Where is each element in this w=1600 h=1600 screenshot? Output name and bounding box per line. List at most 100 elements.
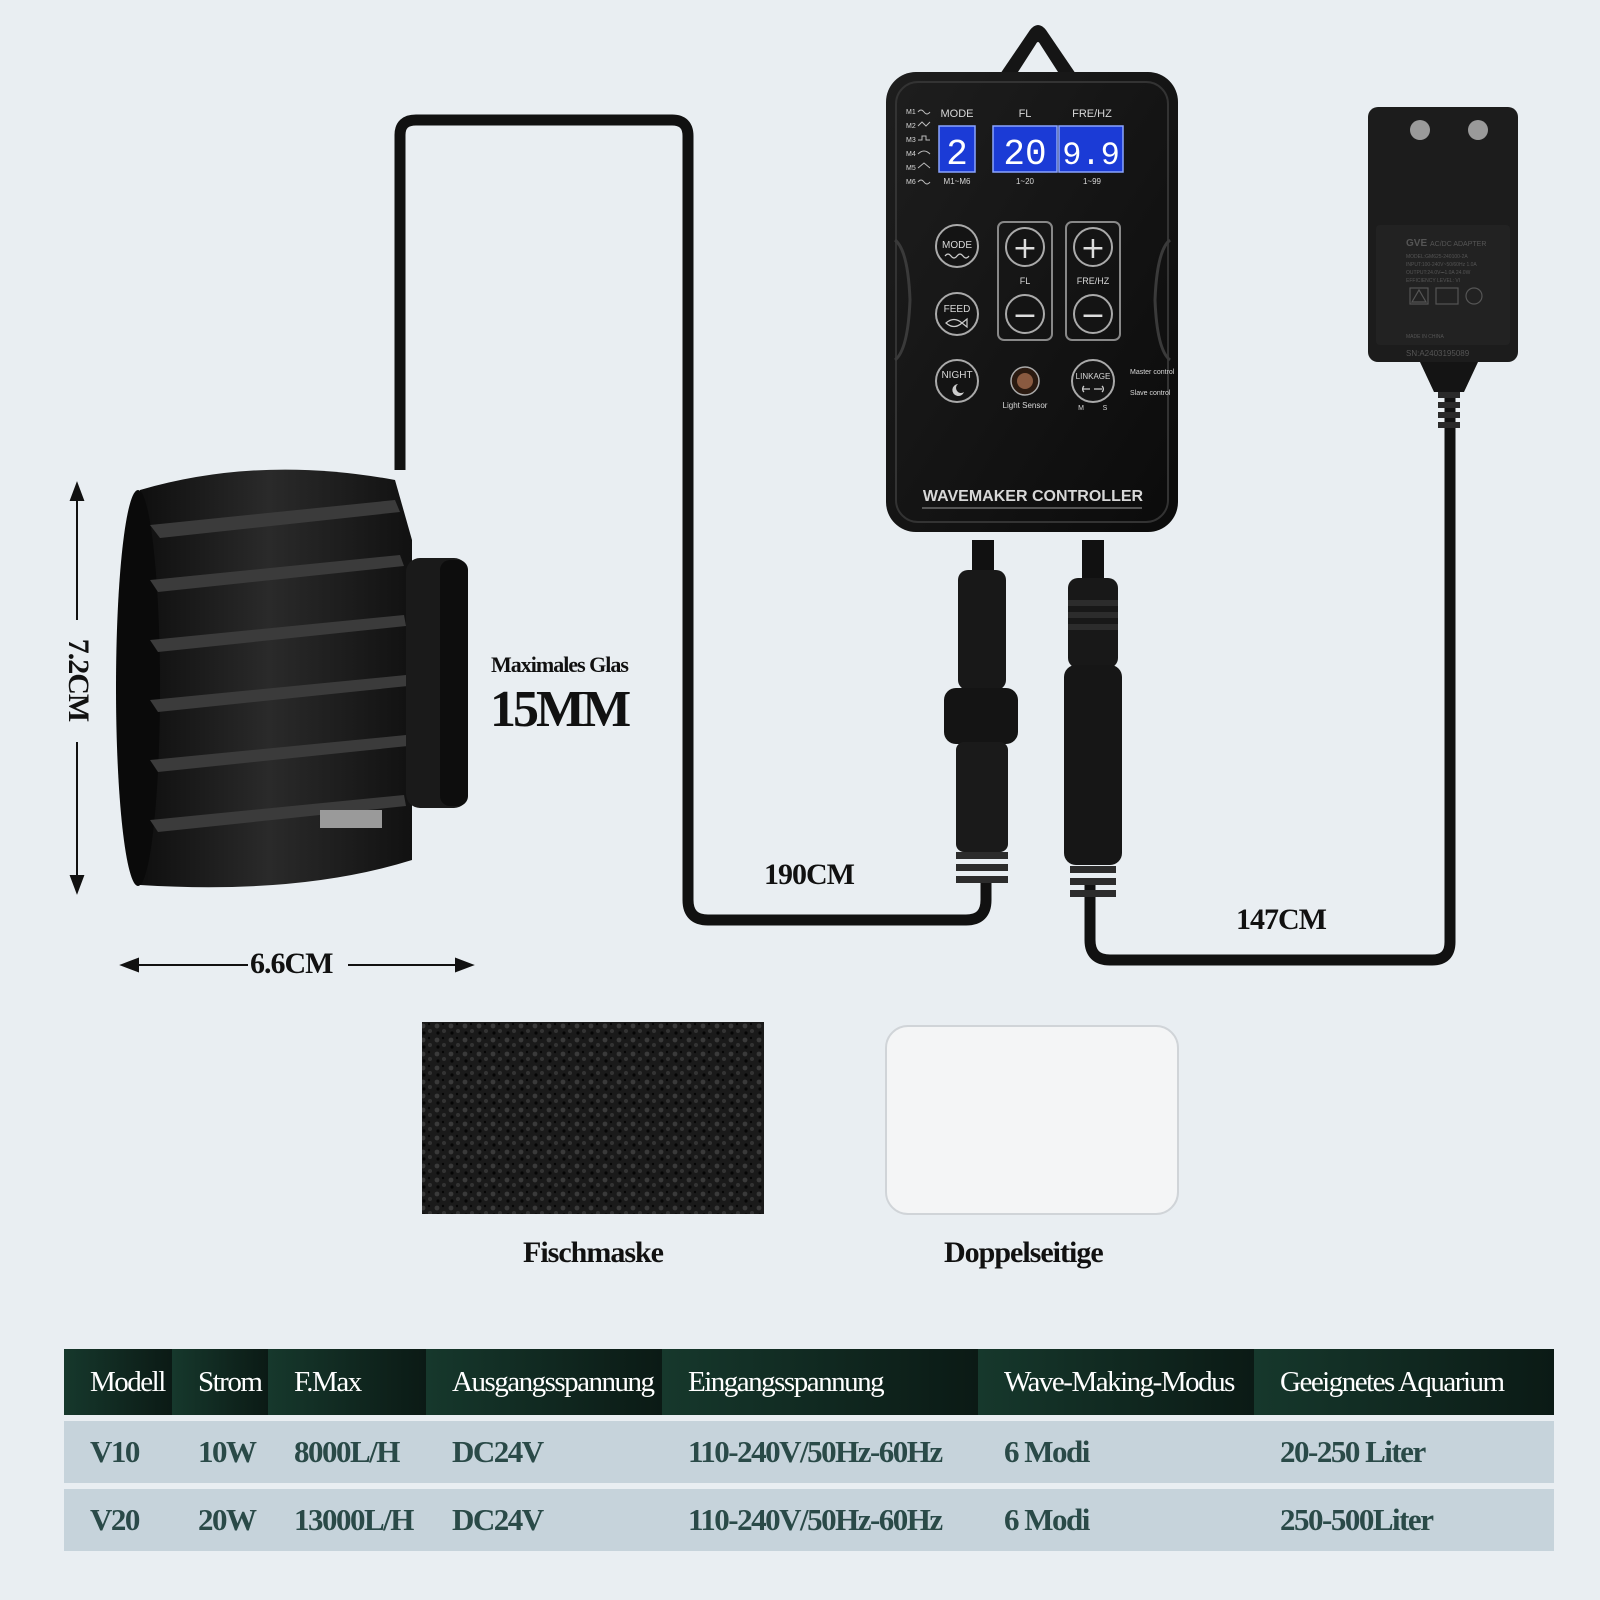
mode-list-item: M1 bbox=[906, 109, 916, 116]
linkage-slave-label: Slave control bbox=[1130, 390, 1171, 397]
plus-icon: + bbox=[1012, 231, 1037, 266]
wave-icon bbox=[944, 253, 970, 259]
table-cell: V10 bbox=[64, 1421, 172, 1483]
width-arrow bbox=[119, 957, 475, 973]
mode-list-item: M3 bbox=[906, 137, 916, 144]
table-cell: 6 Modi bbox=[978, 1489, 1254, 1551]
certification-icon bbox=[1409, 287, 1483, 305]
power-connector bbox=[1064, 540, 1122, 897]
fl-minus-button[interactable]: − bbox=[1005, 294, 1045, 334]
mode-list-item: M5 bbox=[906, 165, 916, 172]
lcd-mode: 2 bbox=[946, 134, 968, 175]
mode-button[interactable]: MODE bbox=[935, 224, 979, 268]
mode-list-item: M6 bbox=[906, 179, 916, 186]
linkage-button-label: LINKAGE bbox=[1076, 372, 1111, 381]
table-header-row: Modell Strom F.Max Ausgangsspannung Eing… bbox=[64, 1349, 1554, 1415]
feed-button[interactable]: FEED bbox=[935, 292, 979, 336]
night-button[interactable]: NIGHT bbox=[935, 359, 979, 403]
height-arrow bbox=[69, 481, 85, 895]
mode-range: M1~M6 bbox=[944, 177, 971, 186]
link-icon bbox=[1082, 385, 1104, 393]
linkage-master-label: Master control bbox=[1130, 369, 1175, 376]
lcd-display: 2 20 9.9 bbox=[938, 125, 1124, 175]
adapter-input: INPUT:100-240V~50/60Hz 1.0A bbox=[1406, 262, 1477, 268]
table-row: V10 10W 8000L/H DC24V 110-240V/50Hz-60Hz… bbox=[64, 1421, 1554, 1483]
pump-connector bbox=[944, 540, 1018, 883]
mode-wave-icon bbox=[917, 109, 931, 185]
moon-icon bbox=[952, 384, 964, 396]
mode-title: MODE bbox=[941, 108, 974, 120]
table-cell: 6 Modi bbox=[978, 1421, 1254, 1483]
fre-minus-button[interactable]: − bbox=[1073, 294, 1113, 334]
mode-list-item: M4 bbox=[906, 151, 916, 158]
table-header: Eingangsspannung bbox=[662, 1349, 978, 1415]
adapter-efficiency: EFFICIENCY LEVEL: VI bbox=[1406, 278, 1460, 284]
power-adapter: GVE AC/DC ADAPTER MODEL:GM625-240100-2A … bbox=[1368, 107, 1518, 428]
fl-range: 1~20 bbox=[1016, 177, 1035, 186]
adapter-brand: GVE bbox=[1406, 238, 1427, 249]
double-sided-tape bbox=[885, 1025, 1179, 1215]
spec-table: Modell Strom F.Max Ausgangsspannung Eing… bbox=[64, 1343, 1554, 1557]
table-cell: 110-240V/50Hz-60Hz bbox=[662, 1489, 978, 1551]
fre-title: FRE/HZ bbox=[1072, 108, 1112, 120]
table-cell: DC24V bbox=[426, 1421, 662, 1483]
night-button-label: NIGHT bbox=[941, 370, 972, 381]
table-cell: 250-500Liter bbox=[1254, 1489, 1554, 1551]
table-row: V20 20W 13000L/H DC24V 110-240V/50Hz-60H… bbox=[64, 1489, 1554, 1551]
fre-range: 1~99 bbox=[1083, 177, 1102, 186]
fre-button-label: FRE/HZ bbox=[1077, 276, 1110, 286]
adapter-serial: SN:A2403195089 bbox=[1406, 349, 1470, 358]
table-header: Ausgangsspannung bbox=[426, 1349, 662, 1415]
sponge-label: Fischmaske bbox=[523, 1236, 664, 1269]
sponge-filter bbox=[422, 1022, 764, 1214]
feed-button-label: FEED bbox=[944, 304, 971, 315]
table-cell: 110-240V/50Hz-60Hz bbox=[662, 1421, 978, 1483]
adapter-cable bbox=[1084, 360, 1456, 966]
tape-label: Doppelseitige bbox=[944, 1236, 1104, 1269]
plus-icon: + bbox=[1080, 231, 1105, 266]
table-cell: 10W bbox=[172, 1421, 268, 1483]
table-header: F.Max bbox=[268, 1349, 426, 1415]
table-cell: 20W bbox=[172, 1489, 268, 1551]
pump-cable bbox=[394, 114, 992, 926]
adapter-title: AC/DC ADAPTER bbox=[1430, 241, 1486, 248]
adapter-origin: MADE IN CHINA bbox=[1406, 334, 1444, 340]
linkage-m-label: M bbox=[1078, 405, 1084, 412]
linkage-s-label: S bbox=[1103, 405, 1108, 412]
minus-icon: − bbox=[1080, 298, 1105, 333]
fl-plus-button[interactable]: + bbox=[1005, 227, 1045, 267]
mode-button-label: MODE bbox=[942, 240, 972, 251]
lcd-fl: 20 bbox=[1003, 134, 1046, 175]
fish-icon bbox=[945, 317, 968, 329]
controller-name: WAVEMAKER CONTROLLER bbox=[923, 488, 1144, 505]
mode-list: M1 M2 M3 M4 M5 M6 bbox=[906, 109, 916, 186]
table-cell: 13000L/H bbox=[268, 1489, 426, 1551]
adapter-cable-length: 147CM bbox=[1236, 903, 1327, 936]
fl-button-label: FL bbox=[1020, 276, 1031, 286]
table-cell: DC24V bbox=[426, 1489, 662, 1551]
table-header: Modell bbox=[64, 1349, 172, 1415]
fre-plus-button[interactable]: + bbox=[1073, 227, 1113, 267]
lcd-fre: 9.9 bbox=[1062, 137, 1120, 174]
linkage-button[interactable]: LINKAGE bbox=[1071, 359, 1115, 403]
light-sensor: Light Sensor bbox=[1003, 366, 1048, 410]
table-cell: 8000L/H bbox=[268, 1421, 426, 1483]
light-sensor-label: Light Sensor bbox=[1003, 401, 1048, 410]
mode-list-item: M2 bbox=[906, 123, 916, 130]
table-cell: 20-250 Liter bbox=[1254, 1421, 1554, 1483]
table-header: Geeignetes Aquarium bbox=[1254, 1349, 1554, 1415]
wavemaker-controller: M1 M2 M3 M4 M5 M6 MODE FL FRE/HZ 2 20 9.… bbox=[886, 25, 1178, 532]
fl-title: FL bbox=[1019, 108, 1032, 120]
table-header: Wave-Making-Modus bbox=[978, 1349, 1254, 1415]
table-cell: V20 bbox=[64, 1489, 172, 1551]
adapter-model: MODEL:GM625-240100-2A bbox=[1406, 254, 1468, 260]
wave-pump bbox=[116, 469, 468, 888]
minus-icon: − bbox=[1012, 298, 1037, 333]
pump-cable-length: 190CM bbox=[764, 858, 855, 891]
adapter-output: OUTPUT:24.0V⎓1.0A 24.0W bbox=[1406, 270, 1471, 276]
max-glass-label: Maximales Glas bbox=[491, 652, 629, 677]
height-dimension-label: 7.2CM bbox=[62, 638, 95, 722]
width-dimension-label: 6.6CM bbox=[250, 947, 333, 980]
table-header: Strom bbox=[172, 1349, 268, 1415]
max-glass-value: 15MM bbox=[490, 681, 631, 738]
